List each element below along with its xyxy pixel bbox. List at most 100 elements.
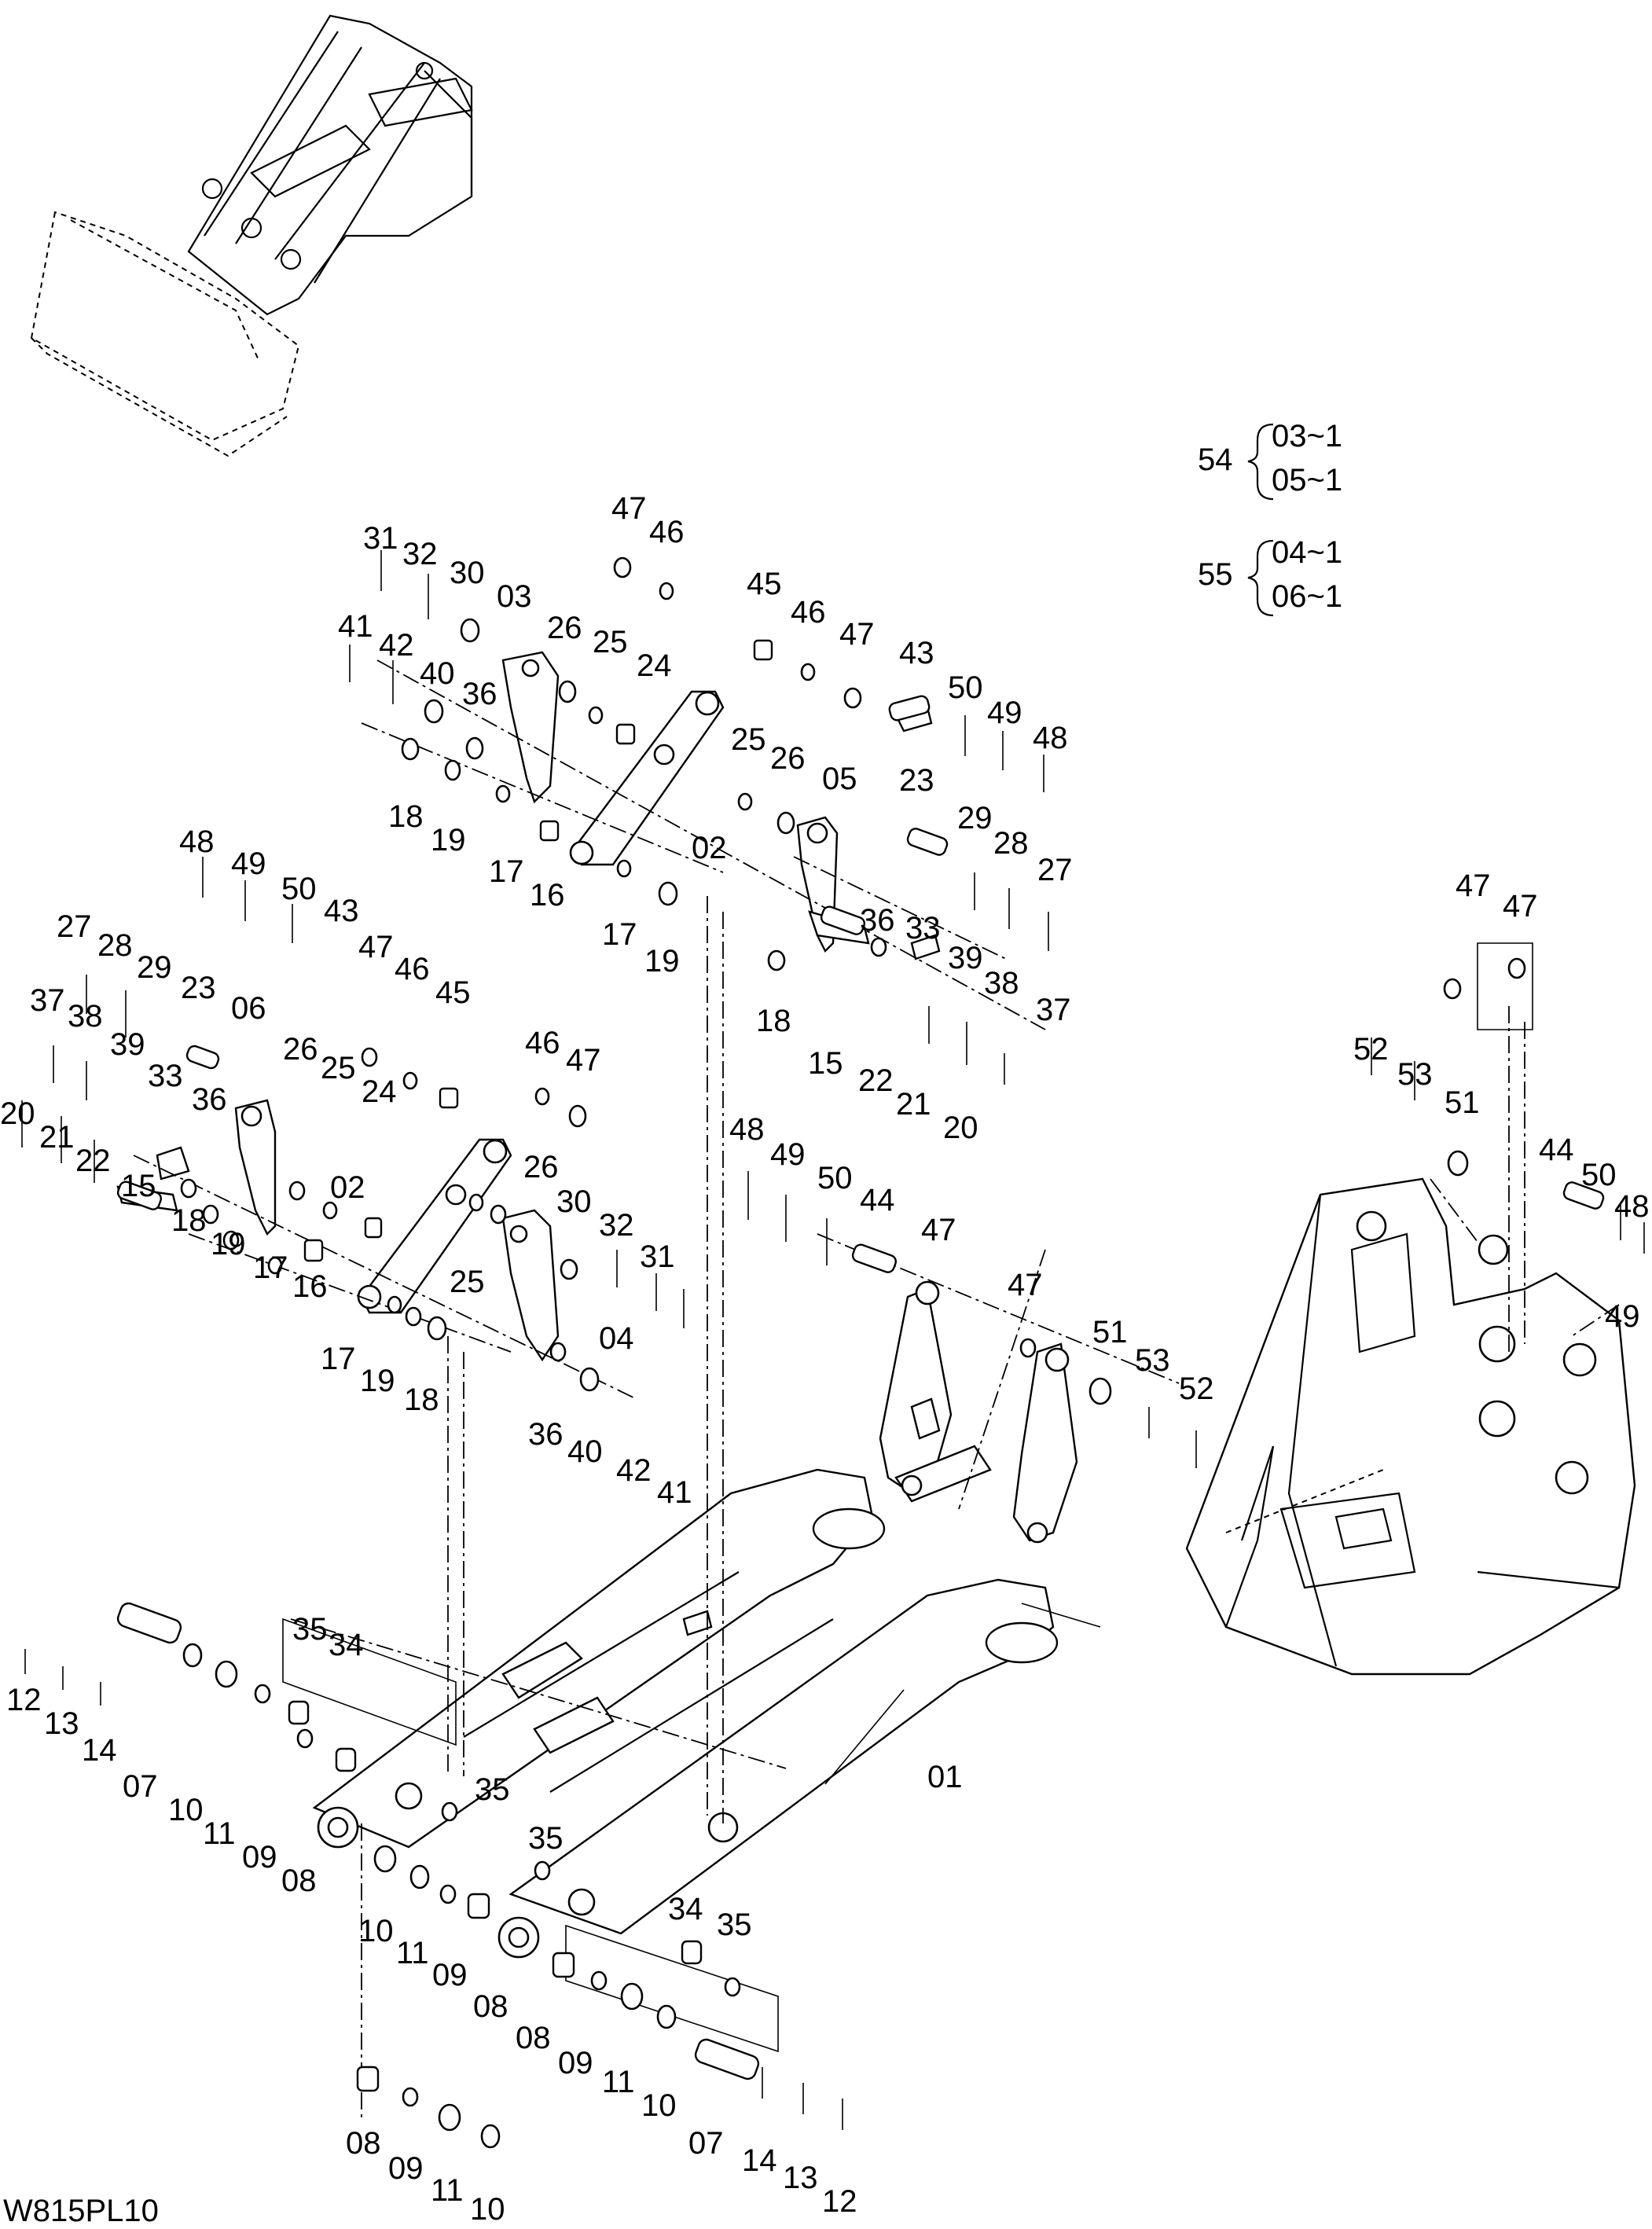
callout: 08 bbox=[516, 2021, 551, 2055]
callout: 47 bbox=[611, 491, 647, 526]
callout: 36 bbox=[192, 1082, 227, 1117]
callout: 19 bbox=[211, 1227, 246, 1261]
callout: 25 bbox=[731, 722, 766, 757]
leader-lines bbox=[21, 550, 1645, 2130]
callout: 11 bbox=[431, 2173, 464, 2208]
callout: 02 bbox=[692, 831, 727, 865]
callout: 45 bbox=[435, 975, 471, 1010]
lift-arm-assembly bbox=[312, 1468, 1059, 1959]
callout: 14 bbox=[82, 1733, 117, 1768]
callout: 47 bbox=[839, 617, 875, 652]
callout: 39 bbox=[948, 941, 983, 975]
callout: 29 bbox=[957, 801, 993, 835]
callout: 47 bbox=[358, 930, 394, 964]
callout: 40 bbox=[567, 1434, 603, 1469]
callout: 17 bbox=[489, 854, 524, 889]
callout: 10 bbox=[470, 2192, 505, 2227]
callout: 07 bbox=[123, 1769, 158, 1804]
callout: 41 bbox=[338, 609, 373, 644]
callout: 13 bbox=[44, 1706, 79, 1741]
callout: 49 bbox=[987, 696, 1022, 730]
callout: 34 bbox=[329, 1628, 364, 1662]
legend-54-line-2: 05~1 bbox=[1272, 463, 1342, 498]
callout: 06 bbox=[231, 991, 266, 1026]
callout: 44 bbox=[1539, 1133, 1574, 1167]
callout: 26 bbox=[283, 1032, 318, 1067]
callout: 15 bbox=[121, 1169, 156, 1203]
callout: 17 bbox=[321, 1342, 356, 1376]
callout: 53 bbox=[1397, 1057, 1433, 1092]
callout: 52 bbox=[1353, 1032, 1389, 1067]
callout: 23 bbox=[181, 971, 216, 1005]
callout: 48 bbox=[1033, 721, 1068, 755]
callout: 46 bbox=[525, 1026, 560, 1060]
callout: 47 bbox=[566, 1043, 601, 1078]
callout: 19 bbox=[644, 944, 680, 979]
callout: 21 bbox=[39, 1120, 75, 1155]
callout: 50 bbox=[1581, 1158, 1617, 1192]
bellcrank-and-link bbox=[817, 1233, 1180, 1544]
callout: 13 bbox=[783, 2161, 818, 2195]
callout: 36 bbox=[462, 677, 497, 711]
callout: 48 bbox=[1614, 1189, 1650, 1224]
callout: 09 bbox=[432, 1958, 468, 1992]
callout: 11 bbox=[602, 2065, 635, 2099]
callout: 35 bbox=[528, 1821, 564, 1856]
callout: 09 bbox=[388, 2151, 424, 2186]
callout: 02 bbox=[330, 1170, 365, 1205]
callout: 47 bbox=[1008, 1268, 1043, 1302]
callout: 46 bbox=[791, 595, 826, 630]
callout: 43 bbox=[899, 636, 934, 670]
legend-55-line-2: 06~1 bbox=[1272, 579, 1342, 614]
callout: 27 bbox=[57, 909, 92, 944]
callout: 19 bbox=[360, 1364, 395, 1398]
callout: 32 bbox=[402, 537, 438, 571]
callout: 18 bbox=[404, 1383, 439, 1417]
callout: 25 bbox=[593, 625, 628, 659]
callout: 48 bbox=[179, 824, 215, 859]
callout: 26 bbox=[547, 611, 582, 645]
callout: 25 bbox=[321, 1051, 356, 1085]
callout: 42 bbox=[379, 628, 414, 663]
callout: 51 bbox=[1445, 1085, 1480, 1120]
callout: 46 bbox=[649, 515, 685, 549]
assembly-lines bbox=[133, 659, 1620, 2122]
callout: 17 bbox=[602, 917, 637, 952]
callout: 09 bbox=[242, 1840, 277, 1875]
callout: 21 bbox=[896, 1087, 931, 1122]
callout: 16 bbox=[530, 878, 565, 913]
callout: 44 bbox=[860, 1183, 895, 1217]
callout: 26 bbox=[523, 1150, 559, 1184]
callout: 20 bbox=[943, 1111, 978, 1145]
callout: 15 bbox=[808, 1046, 843, 1081]
callout: 43 bbox=[324, 894, 359, 928]
callout: 34 bbox=[668, 1892, 703, 1926]
callout: 47 bbox=[921, 1213, 956, 1247]
callout: 08 bbox=[473, 1989, 508, 2024]
callout: 29 bbox=[137, 950, 172, 985]
callout: 36 bbox=[528, 1417, 564, 1452]
callout: 38 bbox=[68, 999, 103, 1034]
legend-55-line-1: 04~1 bbox=[1272, 535, 1342, 570]
callout: 37 bbox=[1036, 993, 1071, 1027]
callout-labels: 47 46 31 32 30 03 26 25 24 41 42 40 36 1… bbox=[0, 491, 1650, 2227]
callout: 10 bbox=[358, 1914, 394, 1948]
callout: 50 bbox=[281, 872, 317, 906]
callout: 51 bbox=[1092, 1315, 1128, 1350]
callout: 47 bbox=[1456, 868, 1491, 903]
callout: 25 bbox=[450, 1265, 485, 1299]
callout: 37 bbox=[30, 983, 65, 1018]
callout: 42 bbox=[616, 1453, 652, 1488]
callout: 18 bbox=[756, 1004, 791, 1038]
callout: 07 bbox=[688, 2126, 724, 2161]
callout: 49 bbox=[1605, 1299, 1640, 1334]
callout: 01 bbox=[927, 1760, 963, 1794]
callout: 03 bbox=[497, 579, 532, 614]
callout: 18 bbox=[388, 799, 424, 834]
callout: 49 bbox=[231, 846, 266, 881]
callout: 11 bbox=[396, 1936, 429, 1970]
legend-54-line-1: 03~1 bbox=[1272, 419, 1342, 454]
callout: 22 bbox=[75, 1144, 111, 1178]
callout: 04 bbox=[599, 1321, 634, 1356]
